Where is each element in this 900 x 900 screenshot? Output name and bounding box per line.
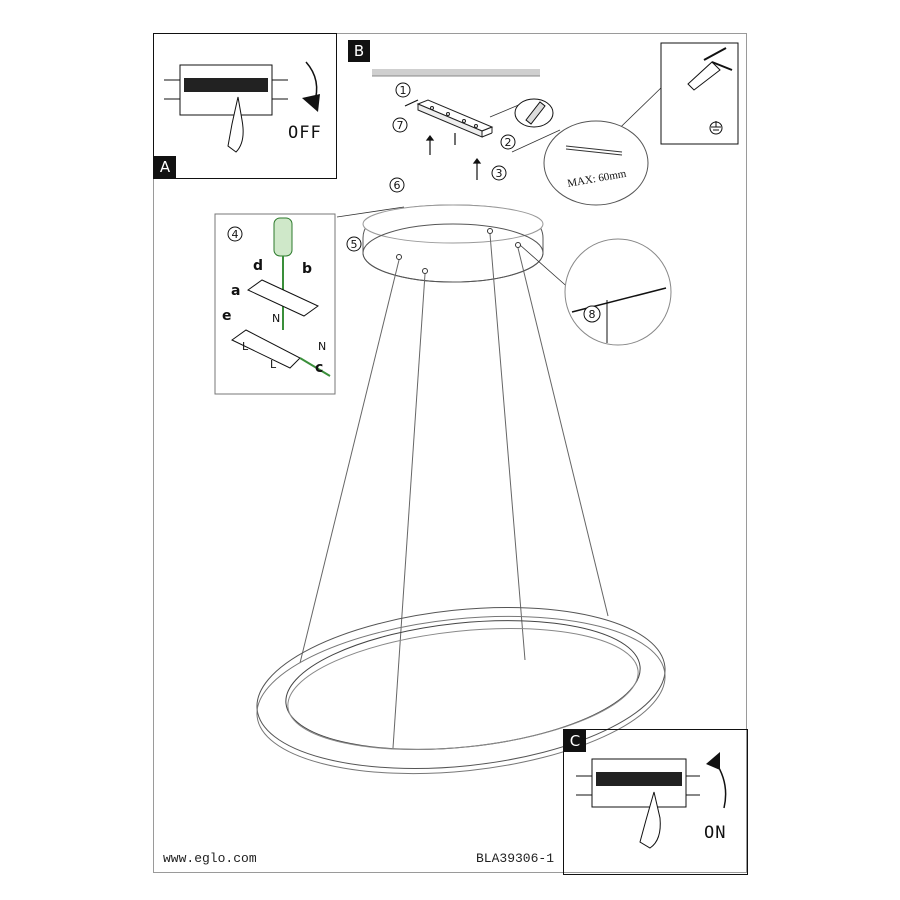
terminal-mark-l2: L bbox=[270, 358, 277, 371]
led-ring bbox=[256, 607, 666, 775]
wire-letter-c: c bbox=[315, 360, 323, 376]
svg-text:8: 8 bbox=[589, 308, 596, 321]
on-label: ON bbox=[704, 823, 727, 843]
ground-symbol-icon bbox=[709, 121, 723, 135]
step-callouts: 1 2 3 5 6 7 bbox=[346, 82, 516, 252]
panel-c-tag: C bbox=[564, 730, 586, 752]
terminal-mark-l1: L bbox=[242, 340, 249, 353]
wire-stripper-icon bbox=[687, 47, 733, 91]
terminal-mark-n1: N bbox=[272, 312, 280, 325]
svg-text:7: 7 bbox=[397, 119, 404, 132]
wire-letter-d: d bbox=[253, 258, 263, 274]
svg-text:1: 1 bbox=[400, 84, 407, 97]
svg-text:2: 2 bbox=[505, 136, 512, 149]
panel-a: A OFF bbox=[153, 33, 337, 179]
cable-grip-detail: 8 bbox=[564, 238, 672, 346]
wire-letter-e: e bbox=[222, 308, 232, 324]
svg-text:6: 6 bbox=[394, 179, 401, 192]
suspension-cables bbox=[299, 233, 609, 749]
panel-b-tag: B bbox=[348, 40, 370, 62]
wire-stripper-panel bbox=[660, 42, 739, 145]
step-6: 6 bbox=[389, 177, 405, 193]
arrow-icon bbox=[706, 752, 727, 809]
hand-icon bbox=[639, 791, 661, 849]
wire-letter-b: b bbox=[302, 261, 312, 277]
svg-text:5: 5 bbox=[351, 238, 358, 251]
step-5: 5 bbox=[346, 236, 362, 252]
svg-text:4: 4 bbox=[232, 228, 239, 241]
ceiling-hatch bbox=[372, 69, 540, 77]
wiring-detail-panel: 4 d b a e c N N L L bbox=[214, 213, 336, 395]
website-url: www.eglo.com bbox=[163, 851, 257, 866]
step-8: 8 bbox=[583, 305, 601, 323]
terminal-mark-n2: N bbox=[318, 340, 326, 353]
wall-plug-icon bbox=[514, 98, 554, 128]
svg-text:3: 3 bbox=[496, 167, 503, 180]
panel-a-tag: A bbox=[154, 156, 176, 178]
document-code: BLA39306-1 bbox=[476, 851, 555, 866]
panel-c: C ON bbox=[563, 729, 748, 875]
off-label: OFF bbox=[288, 123, 322, 143]
step-7: 7 bbox=[392, 117, 408, 133]
page-frame bbox=[153, 33, 747, 873]
step-3: 3 bbox=[491, 165, 507, 181]
arrow-icon bbox=[302, 61, 320, 112]
step-2: 2 bbox=[500, 134, 516, 150]
ceiling-canopy bbox=[362, 204, 544, 283]
circuit-breaker-icon bbox=[576, 758, 700, 808]
step-1: 1 bbox=[395, 82, 411, 98]
strip-length-callout: MAX: 60mm bbox=[543, 120, 649, 206]
mounting-bracket bbox=[416, 99, 494, 138]
step-4: 4 bbox=[227, 226, 243, 242]
terminal-bar bbox=[231, 279, 331, 377]
screw-icon bbox=[404, 99, 482, 180]
circuit-breaker-icon bbox=[164, 64, 288, 116]
hand-icon bbox=[227, 96, 244, 153]
wire-letter-a: a bbox=[231, 283, 240, 299]
